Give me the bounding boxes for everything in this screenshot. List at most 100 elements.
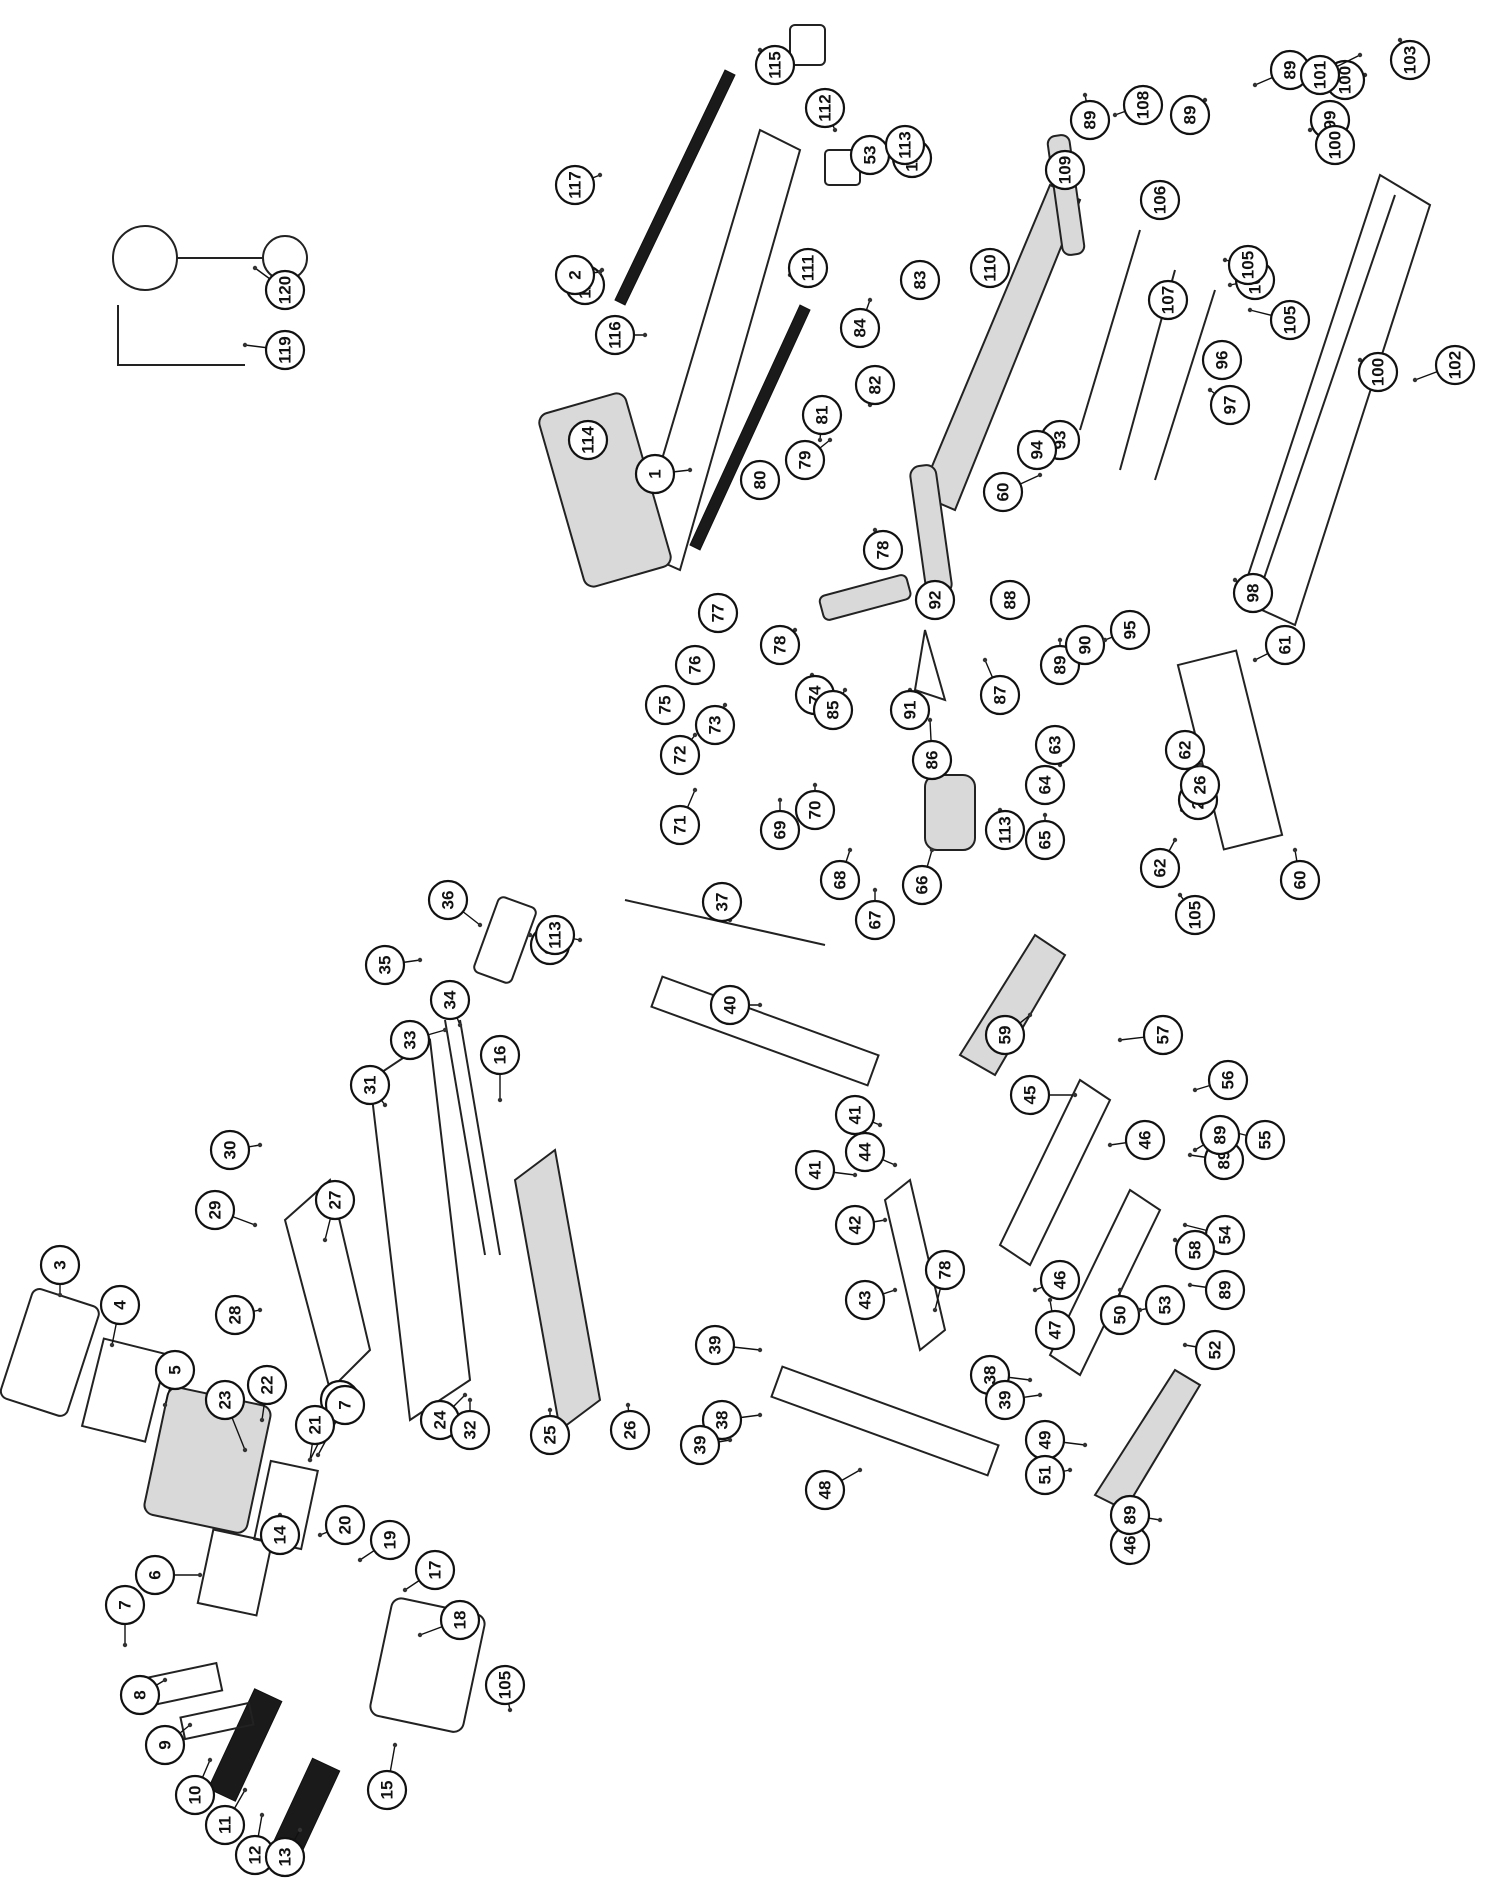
callout-number: 45 xyxy=(1021,1086,1040,1105)
callout-target-dot xyxy=(1177,892,1183,898)
callout-target-dot xyxy=(1192,1147,1198,1153)
callout-60: 60 xyxy=(1279,847,1321,901)
callout-circle xyxy=(204,1804,246,1846)
callout-number: 32 xyxy=(461,1421,480,1440)
callout-62: 62 xyxy=(1164,729,1206,771)
callout-circle xyxy=(889,689,931,731)
callout-circle xyxy=(1232,572,1274,614)
callout-90: 90 xyxy=(1064,624,1106,666)
callout-circle xyxy=(449,1409,491,1451)
callout-number: 89 xyxy=(1281,61,1300,80)
callout-circle xyxy=(989,579,1031,621)
callout-target-dot xyxy=(1172,1237,1178,1243)
callout-target-dot xyxy=(1207,387,1213,393)
callout-number: 49 xyxy=(1036,1431,1055,1450)
callout-circle xyxy=(634,453,676,495)
callout-circle xyxy=(104,1584,146,1626)
callout-97: 97 xyxy=(1207,384,1251,426)
callout-number: 44 xyxy=(856,1142,875,1161)
callout-circle xyxy=(1144,1284,1186,1326)
callout-53: 53 xyxy=(849,134,891,176)
callout-target-dot xyxy=(1412,377,1418,383)
callout-target-dot xyxy=(527,932,533,938)
callout-target-dot xyxy=(307,1457,313,1463)
callout-circle xyxy=(914,579,956,621)
callout-circle xyxy=(294,1404,336,1446)
callout-circle xyxy=(439,1599,481,1641)
callout-target-dot xyxy=(197,1572,203,1578)
callout-number: 51 xyxy=(1036,1466,1055,1485)
callout-target-dot xyxy=(817,437,823,443)
handrail-frame xyxy=(283,1178,372,1392)
callout-94: 94 xyxy=(1016,429,1058,471)
callout-circle xyxy=(1099,1294,1141,1336)
callout-target-dot xyxy=(322,1237,328,1243)
callout-number: 69 xyxy=(771,821,790,840)
callout-target-dot xyxy=(122,1642,128,1648)
callout-number: 27 xyxy=(326,1191,345,1210)
callout-number: 87 xyxy=(991,686,1010,705)
callout-47: 47 xyxy=(1034,1297,1076,1351)
callout-circle xyxy=(1016,429,1058,471)
callout-target-dot xyxy=(507,1707,513,1713)
callout-circle xyxy=(1204,1269,1246,1311)
callout-number: 115 xyxy=(766,51,785,78)
callout-81: 81 xyxy=(801,394,843,443)
part-callouts: 1345677789101112131415161718192021222324… xyxy=(39,37,1476,1878)
callout-number: 48 xyxy=(816,1481,835,1500)
callout-number: 13 xyxy=(276,1848,295,1867)
callout-number: 98 xyxy=(1244,584,1263,603)
callout-number: 24 xyxy=(431,1410,450,1429)
callout-70: 70 xyxy=(794,782,836,831)
callout-62: 62 xyxy=(1139,837,1181,889)
callout-number: 109 xyxy=(1056,156,1075,184)
callout-circle xyxy=(1434,344,1476,386)
callout-target-dot xyxy=(1117,1037,1123,1043)
callout-114: 114 xyxy=(567,419,609,461)
callout-105: 105 xyxy=(1222,244,1269,286)
callout-target-dot xyxy=(1067,1467,1073,1473)
callout-number: 78 xyxy=(874,541,893,560)
callout-target-dot xyxy=(687,467,693,473)
callout-target-dot xyxy=(1307,127,1313,133)
callout-number: 1 xyxy=(646,469,665,478)
callout-number: 53 xyxy=(1156,1296,1175,1315)
callout-target-dot xyxy=(1182,1342,1188,1348)
callout-number: 86 xyxy=(923,751,942,770)
callout-59: 59 xyxy=(984,1012,1033,1056)
callout-circle xyxy=(697,592,739,634)
callout-target-dot xyxy=(757,1347,763,1353)
callout-target-dot xyxy=(1192,1087,1198,1093)
callout-target-dot xyxy=(1157,1517,1163,1523)
callout-circle xyxy=(194,1189,236,1231)
callout-circle xyxy=(144,1724,186,1766)
callout-target-dot xyxy=(1102,637,1108,643)
callout-number: 50 xyxy=(1111,1306,1130,1325)
callout-number: 100 xyxy=(1369,358,1388,386)
callout-circle xyxy=(314,1179,356,1221)
callout-number: 113 xyxy=(546,921,565,948)
callout-98: 98 xyxy=(1232,572,1274,614)
callout-100: 100 xyxy=(1314,124,1356,166)
callout-number: 20 xyxy=(336,1516,355,1535)
handle-grip-left xyxy=(207,1688,283,1802)
callout-number: 65 xyxy=(1036,831,1055,850)
callout-89: 89 xyxy=(1252,49,1311,91)
callout-number: 41 xyxy=(846,1106,865,1125)
callout-circle xyxy=(554,254,596,296)
callout-35: 35 xyxy=(364,944,423,986)
callout-number: 52 xyxy=(1206,1341,1225,1360)
callout-84: 84 xyxy=(839,297,881,349)
callout-number: 33 xyxy=(401,1031,420,1050)
callout-105: 105 xyxy=(1174,892,1216,936)
callout-34: 34 xyxy=(429,979,471,1028)
callout-number: 63 xyxy=(1046,736,1065,755)
callout-113: 113 xyxy=(534,914,583,956)
callout-target-dot xyxy=(382,1102,388,1108)
callout-5: 5 xyxy=(154,1349,196,1408)
callout-number: 82 xyxy=(866,376,885,395)
callout-circle xyxy=(794,1149,836,1191)
callout-number: 11 xyxy=(216,1816,235,1834)
callout-number: 29 xyxy=(206,1201,225,1220)
callout-41: 41 xyxy=(794,1149,858,1191)
